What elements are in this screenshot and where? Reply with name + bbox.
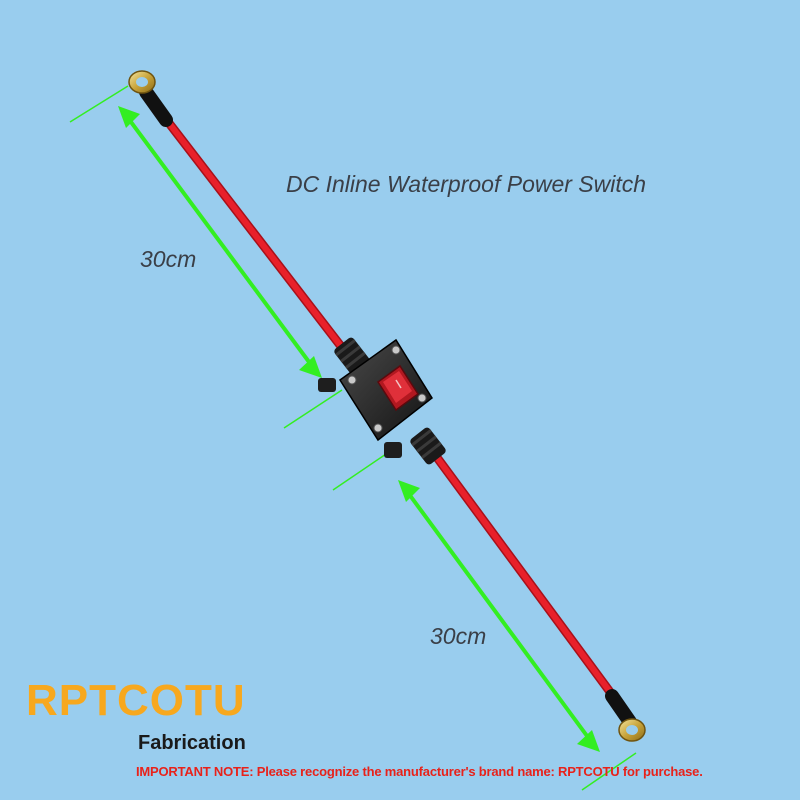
arrow-head-up-top [118,106,140,128]
important-note: IMPORTANT NOTE: Please recognize the man… [136,764,703,779]
guide-line-top-end [69,85,129,123]
product-title: DC Inline Waterproof Power Switch [286,171,647,197]
red-cable [157,109,621,705]
terminal-sleeve-bottom [605,689,637,729]
brand-name: RPTCOTU [26,676,246,725]
screw-icon [373,423,383,433]
arrow-head-down-top [299,356,322,378]
measurement-arrow-top [118,106,322,378]
arrow-head-up-bottom [398,480,420,502]
mount-tab-right [384,442,402,458]
screw-icon [391,345,401,355]
terminal-sleeve-top [139,85,173,127]
guide-line-bottom-end [581,752,637,791]
length-label-top: 30cm [140,246,197,272]
arrow-head-down-bottom [577,730,600,752]
cable-gland-bottom [410,427,446,465]
mount-tab-left [318,378,336,392]
brand-subtitle: Fabrication [138,732,246,754]
guide-line-switch-top [283,389,343,429]
ring-terminal-bottom [605,689,646,742]
arrow-shaft-bottom [404,488,592,742]
guide-line-switch-bottom [332,449,393,491]
measurement-guides [69,85,637,791]
screw-icon [417,393,427,403]
switch-housing [318,337,446,465]
measurement-arrow-bottom [398,480,600,752]
ring-terminal-top [128,70,173,127]
arrow-shaft-top [126,116,314,368]
rocker-switch-face [383,371,412,403]
screw-icon [347,375,357,385]
length-label-bottom: 30cm [430,623,487,649]
rocker-switch-mark [395,379,402,389]
